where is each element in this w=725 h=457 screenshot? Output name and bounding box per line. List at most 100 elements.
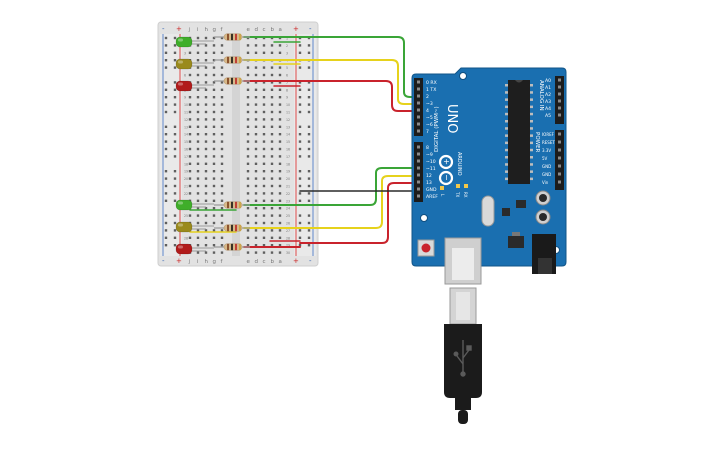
column-letter: g	[213, 259, 217, 265]
usb-plug-metal-inner	[456, 292, 470, 320]
breadboard-hole	[262, 88, 266, 91]
row-number: 3	[184, 51, 186, 55]
regulator-tab	[512, 232, 520, 236]
chip-leg	[530, 134, 533, 137]
rail-hole	[173, 133, 177, 136]
led-highlight	[178, 82, 183, 86]
breadboard-hole	[278, 110, 282, 114]
breadboard-hole	[278, 51, 282, 54]
digital-pin	[417, 101, 420, 105]
breadboard-hole	[204, 44, 208, 47]
row-number: 15	[286, 140, 290, 144]
breadboard-hole	[262, 147, 266, 151]
breadboard-hole	[270, 177, 274, 180]
breadboard-hole	[254, 66, 258, 69]
breadboard-hole	[212, 221, 216, 225]
reset-button[interactable]	[421, 243, 431, 253]
breadboard-hole	[220, 140, 224, 143]
rail-hole	[307, 103, 311, 106]
breadboard-hole	[220, 125, 224, 128]
mount-hole-3	[420, 214, 428, 222]
breadboard-hole	[204, 207, 208, 210]
power-pin-label: RESET	[542, 140, 555, 145]
row-number: 5	[286, 66, 288, 70]
digital-pin-label: 13	[426, 180, 432, 186]
breadboard-hole	[246, 162, 250, 165]
breadboard-hole	[220, 221, 224, 225]
chip-notch	[515, 80, 523, 83]
breadboard-hole	[204, 170, 208, 173]
resistor-band	[231, 243, 233, 251]
rail-hole	[298, 199, 302, 202]
breadboard-hole	[270, 110, 274, 114]
breadboard-hole	[254, 140, 258, 143]
resistors	[214, 33, 250, 251]
breadboard-hole	[262, 96, 266, 99]
breadboard-hole	[262, 177, 266, 180]
resistor-band	[235, 224, 237, 232]
crystal-oscillator	[481, 195, 495, 227]
row-number: 6	[286, 74, 288, 78]
breadboard-hole	[212, 214, 216, 217]
rail-hole	[164, 192, 168, 195]
power-header-label: POWER	[534, 132, 540, 153]
rail-hole	[173, 170, 177, 173]
breadboard-hole	[246, 125, 250, 128]
chip-leg	[530, 127, 533, 130]
breadboard-hole	[254, 96, 258, 99]
breadboard-hole	[188, 133, 192, 136]
breadboard-hole	[262, 199, 266, 202]
breadboard-hole	[196, 81, 200, 84]
breadboard-hole	[278, 81, 282, 84]
chip-leg	[530, 148, 533, 152]
rail-hole	[298, 229, 302, 232]
breadboard-hole	[254, 73, 258, 77]
breadboard-hole	[254, 236, 258, 239]
breadboard-hole	[254, 51, 258, 54]
breadboard-hole	[254, 133, 258, 136]
breadboard-hole	[204, 103, 208, 106]
breadboard-hole	[254, 184, 258, 188]
chip-leg	[530, 91, 533, 94]
breadboard-hole	[212, 140, 216, 143]
analog-pin	[558, 85, 561, 89]
usb-symbol-right-arm	[462, 349, 470, 359]
breadboard-hole	[212, 229, 216, 232]
rail-hole	[173, 51, 177, 54]
digital-pin	[417, 152, 420, 156]
rail-hole	[164, 125, 168, 128]
chip-leg	[530, 163, 533, 166]
resistor	[214, 33, 250, 41]
rail-hole	[307, 244, 311, 247]
rail-hole	[307, 110, 311, 114]
row-number: 3	[286, 51, 288, 55]
rail-hole	[173, 140, 177, 143]
breadboard-hole	[212, 251, 216, 254]
breadboard-hole	[270, 236, 274, 239]
column-letter: i	[197, 27, 199, 33]
chip-leg	[505, 120, 508, 123]
breadboard-hole	[204, 36, 208, 40]
rail-hole	[164, 51, 168, 54]
power-pin	[558, 148, 561, 152]
rail-hole	[307, 221, 311, 225]
rail-minus-label-top-right: -	[309, 25, 312, 33]
breadboard-hole	[188, 236, 192, 239]
chip-leg	[530, 177, 533, 181]
resistor-band	[235, 201, 237, 209]
breadboard-hole	[254, 88, 258, 91]
rail-hole	[164, 133, 168, 136]
rail-hole	[307, 214, 311, 217]
rail-hole	[298, 221, 302, 225]
led-highlight	[178, 38, 183, 42]
breadboard-hole	[220, 170, 224, 173]
digital-pin-label: AREF	[426, 194, 438, 200]
breadboard-hole	[278, 207, 282, 210]
rail-plus-label-bottom-left: +	[176, 257, 182, 265]
breadboard-hole	[262, 214, 266, 217]
wire-red-top	[299, 80, 421, 112]
breadboard-hole	[246, 229, 250, 232]
column-letter: b	[271, 259, 275, 265]
resistor-band	[227, 201, 229, 209]
